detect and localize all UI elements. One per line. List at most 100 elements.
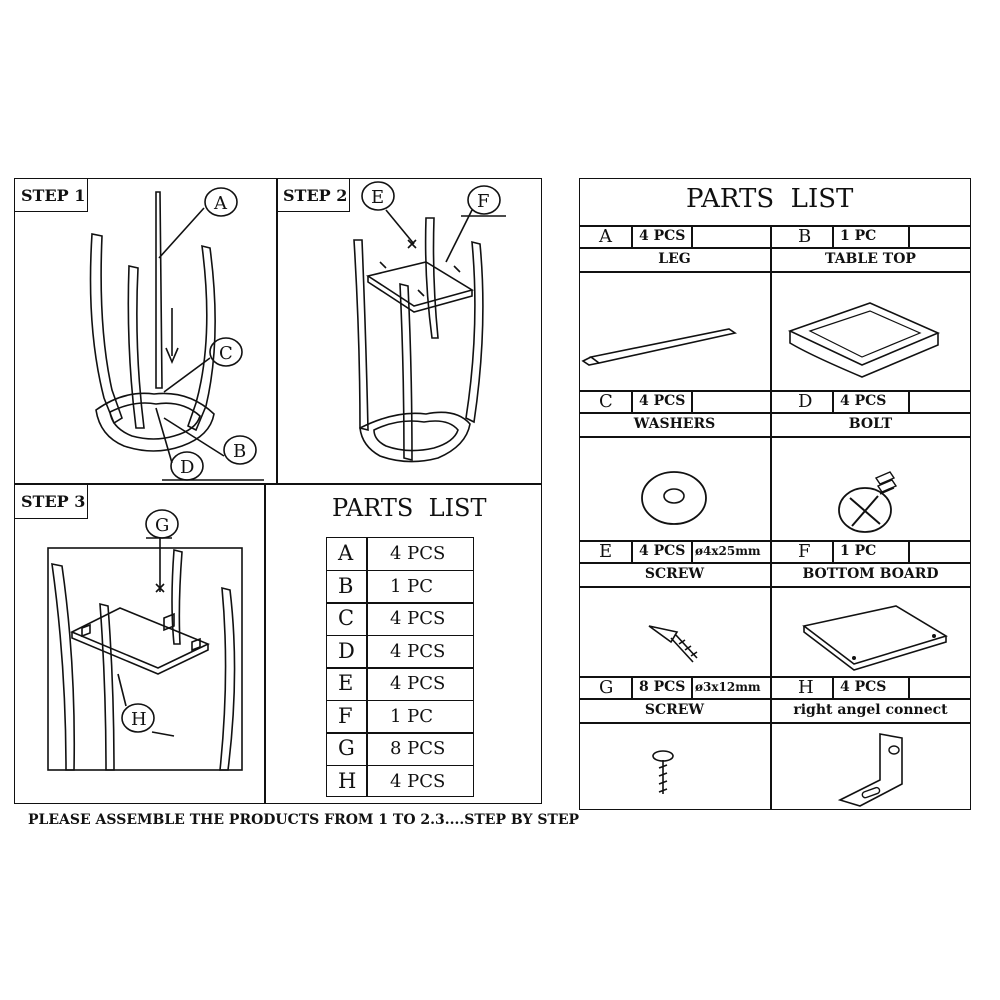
step-2-drawing: E F xyxy=(353,181,506,463)
part-name-line xyxy=(770,271,971,273)
mini-parts-row-divider xyxy=(326,764,474,766)
parts-list-center-divider xyxy=(770,225,772,810)
part-qty: 1 PC xyxy=(840,228,877,244)
part-qty: 1 PC xyxy=(840,543,877,559)
part-letter-divider xyxy=(631,390,633,412)
parts-row-divider xyxy=(579,540,971,542)
step-1-label: STEP 1 xyxy=(21,186,86,205)
part-letter-divider xyxy=(832,225,834,247)
part-letter: D xyxy=(798,391,813,412)
part-name-line xyxy=(770,586,971,588)
leg-icon xyxy=(581,328,738,366)
part-letter: F xyxy=(798,541,811,562)
mini-parts-row-divider xyxy=(326,667,474,669)
part-letter: B xyxy=(798,226,812,247)
part-name-line xyxy=(579,586,770,588)
part-qty-divider xyxy=(908,540,910,562)
mini-parts-row-divider xyxy=(326,569,474,571)
step-1-drawing: A C B D xyxy=(89,187,264,481)
mini-parts-qty: 4 PCS xyxy=(390,608,446,629)
part-a-leg: A 4 PCS LEG xyxy=(579,225,770,390)
parts-list-sheet xyxy=(579,178,971,810)
part-name: BOTTOM BOARD xyxy=(802,566,939,582)
part-qty: 4 PCS xyxy=(840,393,887,409)
step-3-callout-g: G xyxy=(155,515,169,536)
mini-parts-letter: C xyxy=(338,606,355,630)
part-name: SCREW xyxy=(644,566,705,582)
mini-parts-row-divider xyxy=(326,732,474,734)
part-qty: 4 PCS xyxy=(639,543,686,559)
step-1-label-box xyxy=(14,178,88,212)
step-3-drawing: G H xyxy=(47,509,243,771)
part-qty: 8 PCS xyxy=(639,679,686,695)
part-qty-divider xyxy=(908,225,910,247)
mini-parts-row-divider xyxy=(326,699,474,701)
part-name-line xyxy=(579,722,770,724)
part-qty-divider xyxy=(691,540,693,562)
part-name: SCREW xyxy=(644,702,705,718)
mini-parts-letter: A xyxy=(338,541,354,565)
part-qty-divider xyxy=(691,390,693,412)
part-name: TABLE TOP xyxy=(825,251,916,267)
part-qty-divider xyxy=(908,676,910,698)
mini-parts-row-divider xyxy=(326,634,474,636)
step-1-callout-d: D xyxy=(180,457,194,478)
part-header-line xyxy=(770,247,971,249)
step-2-label-box xyxy=(276,178,350,212)
part-header-line xyxy=(579,562,770,564)
mini-parts-qty: 4 PCS xyxy=(390,770,446,792)
part-header-line xyxy=(770,698,971,700)
mini-parts-qty: 1 PC xyxy=(390,705,434,727)
parts-row-divider xyxy=(579,676,971,678)
bolt-icon xyxy=(838,471,898,533)
step-1-callout-a: A xyxy=(213,193,228,214)
mini-parts-row-divider xyxy=(326,602,474,604)
parts-list-title: PARTS LIST xyxy=(686,184,854,214)
mini-parts-qty: 4 PCS xyxy=(390,543,446,564)
part-header-line xyxy=(579,698,770,700)
part-b-table-top: B 1 PC TABLE TOP xyxy=(770,225,971,390)
part-name-line xyxy=(579,436,770,438)
part-letter: A xyxy=(599,226,612,247)
part-letter-divider xyxy=(832,540,834,562)
assembly-instruction: PLEASE ASSEMBLE THE PRODUCTS FROM 1 TO 2… xyxy=(28,812,580,828)
part-qty: 4 PCS xyxy=(639,228,686,244)
part-header-line xyxy=(579,412,770,414)
mini-parts-list-title: PARTS LIST xyxy=(332,494,487,522)
parts-row-divider xyxy=(579,390,971,392)
divider-vertical-top xyxy=(276,178,278,484)
step-3-callout-h: H xyxy=(131,709,147,730)
mini-parts-letter: B xyxy=(338,573,354,598)
washer-icon xyxy=(641,471,707,525)
screw-icon xyxy=(648,625,698,663)
mini-parts-qty: 8 PCS xyxy=(390,738,446,759)
part-g-screw: G 8 PCS ø3x12mm SCREW xyxy=(579,676,770,810)
mini-parts-qty: 4 PCS xyxy=(390,673,446,694)
part-e-screw: E 4 PCS ø4x25mm SCREW xyxy=(579,540,770,676)
part-f-bottom-board: F 1 PC BOTTOM BOARD xyxy=(770,540,971,676)
part-letter-divider xyxy=(631,676,633,698)
part-name: BOLT xyxy=(848,416,893,432)
part-letter-divider xyxy=(832,676,834,698)
part-name-line xyxy=(770,436,971,438)
bracket-icon xyxy=(837,733,903,807)
part-qty-divider xyxy=(691,225,693,247)
part-name-line xyxy=(770,722,971,724)
part-qty: 4 PCS xyxy=(840,679,887,695)
step-1-callout-b: B xyxy=(233,441,246,462)
part-qty-divider xyxy=(691,676,693,698)
divider-horizontal xyxy=(14,483,542,485)
step-2-callout-f: F xyxy=(477,191,490,212)
part-name: WASHERS xyxy=(633,416,716,432)
step-3-label: STEP 3 xyxy=(21,492,86,511)
parts-list-title-divider xyxy=(579,225,971,227)
part-size: ø4x25mm xyxy=(695,544,761,558)
part-letter: C xyxy=(599,391,613,412)
part-c-washers: C 4 PCS WASHERS xyxy=(579,390,770,540)
part-letter-divider xyxy=(832,390,834,412)
mini-parts-letter: H xyxy=(338,768,357,793)
step-3-label-box xyxy=(14,483,88,519)
mini-parts-letter: D xyxy=(338,638,355,663)
mini-parts-qty: 4 PCS xyxy=(390,640,446,662)
mini-parts-letter: E xyxy=(338,671,354,695)
